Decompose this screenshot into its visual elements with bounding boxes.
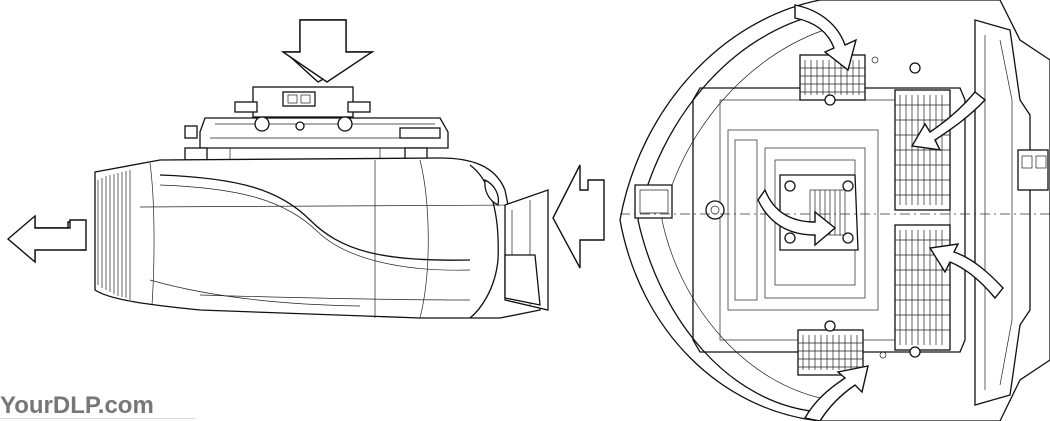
top-vent-filter (799, 54, 866, 101)
projector-bottom-view (619, 0, 1050, 421)
side-vent-filter-lower (894, 224, 951, 351)
projector-side-view (6, 19, 605, 319)
airflow-intake-right-arrow (552, 164, 605, 269)
ceiling-mount (184, 86, 449, 161)
airflow-curved-arrows (757, 4, 1004, 421)
bottom-vent-filter (797, 329, 864, 376)
watermark: YourDLP.com (0, 392, 154, 419)
side-vent-filter-upper (894, 89, 951, 211)
front-vent-grille (97, 170, 131, 300)
projector-body (94, 157, 549, 319)
watermark-underline (0, 418, 195, 419)
